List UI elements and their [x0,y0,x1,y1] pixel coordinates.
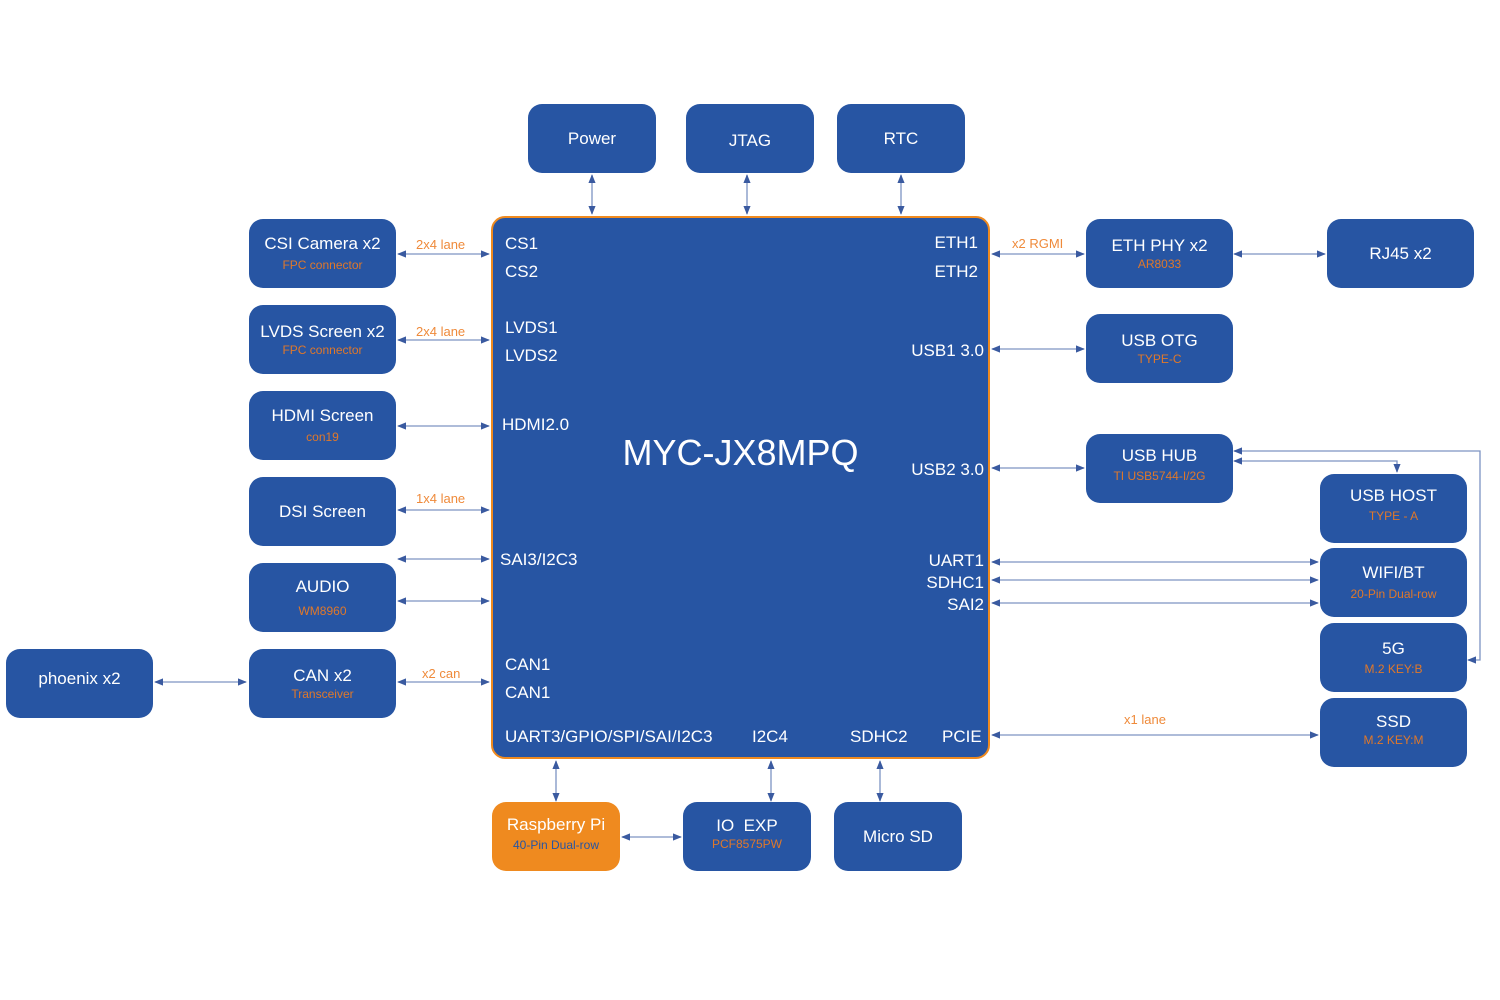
csi-camera-block[interactable]: CSI Camera x2 FPC connector [249,219,396,288]
label-csi-lanes: 2x4 lane [416,237,466,252]
label-pcie-lane: x1 lane [1124,712,1166,727]
soc-title: MYC-JX8MPQ [622,432,859,473]
microsd-title: Micro SD [863,826,933,846]
usbhost-title: USB HOST [1350,485,1437,505]
wifi-sub: 20-Pin Dual-row [1350,587,1437,601]
pin-pcie: PCIE [942,727,982,746]
pin-usb1: USB1 3.0 [911,341,984,360]
ioexp-sub: PCF8575PW [711,836,783,851]
pin-hdmi: HDMI2.0 [502,415,570,434]
pin-can2: CAN1 [505,683,551,702]
eth-phy-block[interactable]: ETH PHY x2 AR8033 [1086,219,1233,288]
phoenix-title: phoenix x2 [38,668,121,688]
rtc-title: RTC [883,128,919,148]
rpi-title: Raspberry Pi [506,814,606,834]
wire-hub-5g [1233,447,1481,664]
label-dsi-lanes: 1x4 lane [416,491,466,506]
pin-sai2: SAI2 [947,595,984,614]
usbotg-title: USB OTG [1121,330,1198,350]
ioexp-title: IO EXP [716,815,778,835]
usbhost-sub: TYPE - A [1368,508,1419,523]
csi-sub: FPC connector [282,258,363,272]
power-block[interactable]: Power [528,104,656,173]
csi-title: CSI Camera x2 [264,234,381,253]
usb-otg-block[interactable]: USB OTG TYPE-C [1086,314,1233,383]
usbotg-sub: TYPE-C [1137,351,1182,366]
pin-cs2: CS2 [505,262,539,281]
hdmi-screen-block[interactable]: HDMI Screen con19 [249,391,396,460]
ssd-title: SSD [1376,711,1411,731]
lvds-sub: FPC connector [282,342,363,357]
pin-cs1: CS1 [505,234,539,253]
lvds-title: LVDS Screen x2 [260,321,385,341]
usbhub-title: USB HUB [1121,445,1198,465]
can-block[interactable]: CAN x2 Transceiver [249,649,396,718]
wifi-bt-block[interactable]: WIFI/BT 20-Pin Dual-row [1320,548,1467,617]
io-exp-block[interactable]: IO EXP PCF8575PW [683,802,811,871]
jtag-title: JTAG [728,130,772,150]
pin-sdhc2: SDHC2 [850,727,908,746]
pin-uart3-gpio: UART3/GPIO/SPI/SAI/I2C3 [505,727,713,746]
ssd-sub: M.2 KEY:M [1363,732,1424,747]
raspberry-pi-block[interactable]: Raspberry Pi 40-Pin Dual-row [492,802,620,871]
label-lvds-lanes: 2x4 lane [416,324,466,339]
pin-usb2: USB2 3.0 [911,460,984,479]
pin-uart1: UART1 [928,551,984,570]
pin-lvds2: LVDS2 [505,346,558,365]
dsi-title: DSI Screen [279,501,366,521]
rpi-sub: 40-Pin Dual-row [512,837,600,852]
pin-eth2: ETH2 [934,262,978,281]
jtag-block[interactable]: JTAG [686,104,814,173]
lvds-screen-block[interactable]: LVDS Screen x2 FPC connector [249,305,396,374]
can-sub: Transceiver [291,686,354,701]
wifi-title: WIFI/BT [1362,563,1425,582]
micro-sd-block[interactable]: Micro SD [834,802,962,871]
pin-i2c4: I2C4 [752,727,788,746]
5g-title: 5G [1382,638,1405,658]
phoenix-block[interactable]: phoenix x2 [6,649,153,718]
label-eth-rgmi: x2 RGMI [1012,236,1064,251]
pin-sdhc1: SDHC1 [926,573,984,592]
dsi-screen-block[interactable]: DSI Screen [249,477,396,546]
ssd-block[interactable]: SSD M.2 KEY:M [1320,698,1467,767]
wire-hub-host [1233,457,1401,473]
ethphy-sub: AR8033 [1137,256,1182,271]
audio-block[interactable]: AUDIO WM8960 [249,563,396,632]
hdmi-title: HDMI Screen [271,406,374,425]
5g-sub: M.2 KEY:B [1364,661,1423,676]
pin-eth1: ETH1 [934,233,978,252]
usbhub-sub: TI USB5744-I/2G [1113,468,1206,483]
pin-can1: CAN1 [505,655,551,674]
rj45-block[interactable]: RJ45 x2 [1327,219,1474,288]
audio-sub: WM8960 [298,603,347,618]
power-title: Power [567,128,617,148]
rj45-title: RJ45 x2 [1369,243,1432,263]
rtc-block[interactable]: RTC [837,104,965,173]
label-can: x2 can [422,666,461,681]
pin-lvds1: LVDS1 [505,318,558,337]
pin-sai3-i2c3: SAI3/I2C3 [500,550,578,569]
usb-hub-block[interactable]: USB HUB TI USB5744-I/2G [1086,434,1233,503]
can-title: CAN x2 [293,665,352,685]
audio-title: AUDIO [295,576,350,596]
soc-block[interactable]: MYC-JX8MPQ CS1 CS2 LVDS1 LVDS2 HDMI2.0 S… [491,216,990,759]
hdmi-sub: con19 [306,430,339,444]
5g-block[interactable]: 5G M.2 KEY:B [1320,623,1467,692]
usb-host-block[interactable]: USB HOST TYPE - A [1320,474,1467,543]
ethphy-title: ETH PHY x2 [1111,235,1208,255]
